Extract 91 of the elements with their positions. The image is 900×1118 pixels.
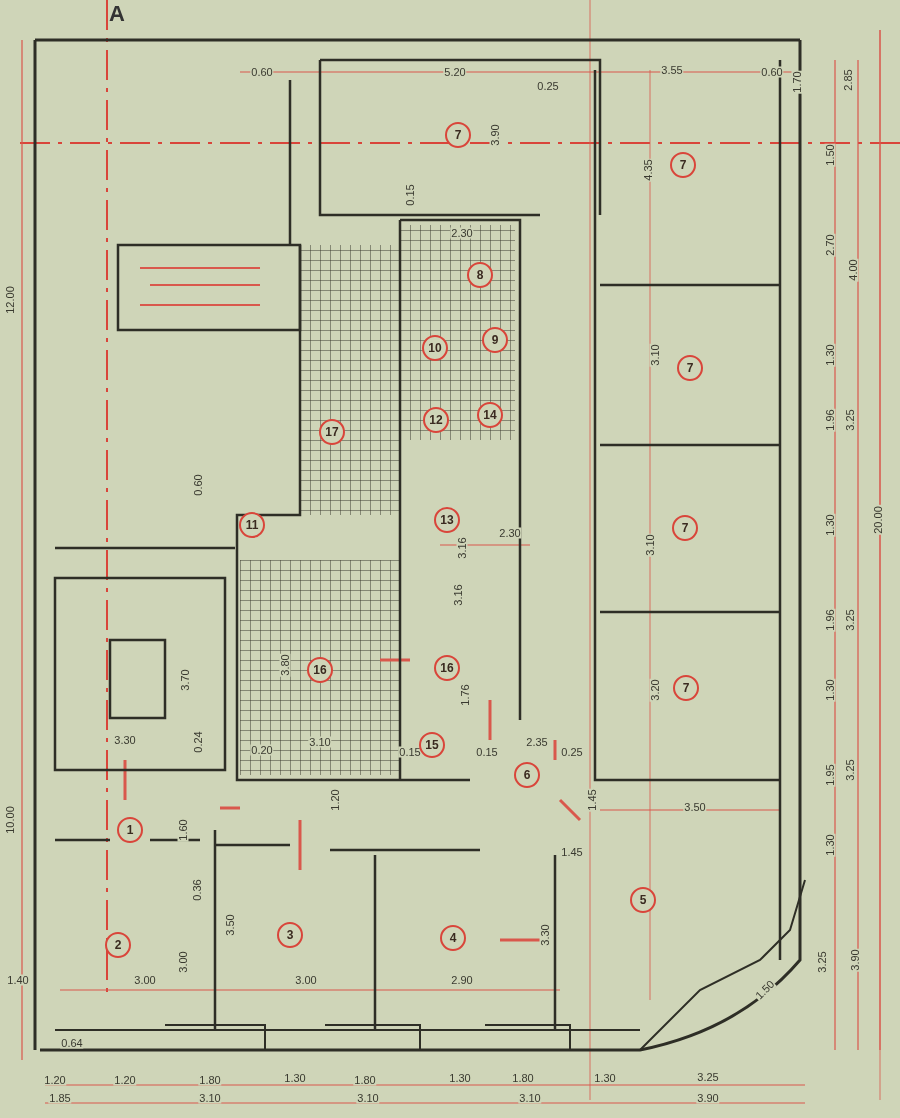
dimension-label: 1.30	[824, 678, 836, 702]
dimension-label: 1.96	[824, 408, 836, 432]
dimension-label: 3.25	[844, 408, 856, 432]
dimension-label: 1.20	[329, 788, 341, 812]
dimension-label: 1.85	[48, 1092, 72, 1104]
dimension-label: 3.25	[844, 608, 856, 632]
dimension-label: 3.10	[649, 343, 661, 367]
room-number: 16	[434, 655, 460, 681]
room-number: 7	[677, 355, 703, 381]
dimension-label: 3.00	[294, 974, 318, 986]
dimension-label: 0.60	[250, 66, 274, 78]
dimension-label: 3.10	[198, 1092, 222, 1104]
dimension-label: 2.70	[824, 233, 836, 257]
dimension-label: 4.35	[642, 158, 654, 182]
dimension-label: 0.64	[60, 1037, 84, 1049]
dimension-label: 1.30	[448, 1072, 472, 1084]
dimension-label: 1.80	[198, 1074, 222, 1086]
dimension-label: 3.00	[133, 974, 157, 986]
section-marker: A	[109, 3, 125, 25]
dimension-label: 3.25	[844, 758, 856, 782]
dimension-label: 3.16	[452, 583, 464, 607]
dimension-label: 2.30	[498, 527, 522, 539]
dimension-label: 1.50	[824, 143, 836, 167]
room-number: 6	[514, 762, 540, 788]
dimension-label: 3.20	[649, 678, 661, 702]
dimension-label: 3.25	[816, 950, 828, 974]
dimension-label: 0.15	[398, 746, 422, 758]
dimension-label: 1.96	[824, 608, 836, 632]
dimension-label: 0.20	[250, 744, 274, 756]
dimension-label: 3.90	[849, 948, 861, 972]
dimension-label: 3.70	[179, 668, 191, 692]
dimension-label: 0.25	[536, 80, 560, 92]
dimension-label: 0.36	[191, 878, 203, 902]
dimension-label: 4.00	[847, 258, 859, 282]
dimension-label: 3.00	[177, 950, 189, 974]
dimension-label: 2.85	[842, 68, 854, 92]
dimension-label: 5.20	[443, 66, 467, 78]
dimension-label: 3.55	[660, 64, 684, 76]
dimension-label: 3.90	[489, 123, 501, 147]
dimension-label: 2.30	[450, 227, 474, 239]
dimension-label: 1.80	[353, 1074, 377, 1086]
dimension-label: 1.20	[43, 1074, 67, 1086]
dimension-label: 3.50	[683, 801, 707, 813]
room-number: 7	[670, 152, 696, 178]
dimension-label: 0.60	[192, 473, 204, 497]
dimension-label: 3.10	[644, 533, 656, 557]
dimension-label: 0.24	[192, 730, 204, 754]
dimension-label: 3.10	[518, 1092, 542, 1104]
dimension-label: 3.30	[539, 923, 551, 947]
dimension-label: 1.30	[824, 513, 836, 537]
dimension-label: 3.10	[356, 1092, 380, 1104]
room-number: 5	[630, 887, 656, 913]
room-number: 13	[434, 507, 460, 533]
dimension-label: 1.30	[283, 1072, 307, 1084]
room-number: 11	[239, 512, 265, 538]
dimension-label: 3.90	[696, 1092, 720, 1104]
dimension-label: 1.45	[586, 788, 598, 812]
room-number: 7	[445, 122, 471, 148]
dimension-label: 12.00	[4, 285, 16, 315]
dimension-label: 1.30	[593, 1072, 617, 1084]
dimension-label: 1.40	[6, 974, 30, 986]
dimension-label: 3.30	[113, 734, 137, 746]
dimension-label: 0.15	[404, 183, 416, 207]
dimension-label: 2.90	[450, 974, 474, 986]
dimension-label: 1.30	[824, 833, 836, 857]
dimension-label: 1.60	[177, 818, 189, 842]
room-number: 15	[419, 732, 445, 758]
dimension-label: 3.80	[279, 653, 291, 677]
dimension-label: 3.25	[696, 1071, 720, 1083]
dimension-label: 1.45	[560, 846, 584, 858]
dimension-label: 1.95	[824, 763, 836, 787]
room-number: 2	[105, 932, 131, 958]
dimension-label: 3.10	[308, 736, 332, 748]
dimension-label: 3.16	[456, 536, 468, 560]
room-number: 7	[672, 515, 698, 541]
room-number: 1	[117, 817, 143, 843]
room-number: 7	[673, 675, 699, 701]
dimension-label: 0.25	[560, 746, 584, 758]
room-number: 3	[277, 922, 303, 948]
dimension-label: 1.20	[113, 1074, 137, 1086]
dimension-label: 2.35	[525, 736, 549, 748]
dimension-label: 1.80	[511, 1072, 535, 1084]
dimension-label: 1.30	[824, 343, 836, 367]
dimension-label: 0.15	[475, 746, 499, 758]
dimension-label: 3.50	[224, 913, 236, 937]
room-number: 4	[440, 925, 466, 951]
dimension-label: 20.00	[872, 505, 884, 535]
dimension-label: 10.00	[4, 805, 16, 835]
dimension-label: 1.76	[459, 683, 471, 707]
dimension-label: 1.70	[791, 70, 803, 94]
dimension-label: 0.60	[760, 66, 784, 78]
